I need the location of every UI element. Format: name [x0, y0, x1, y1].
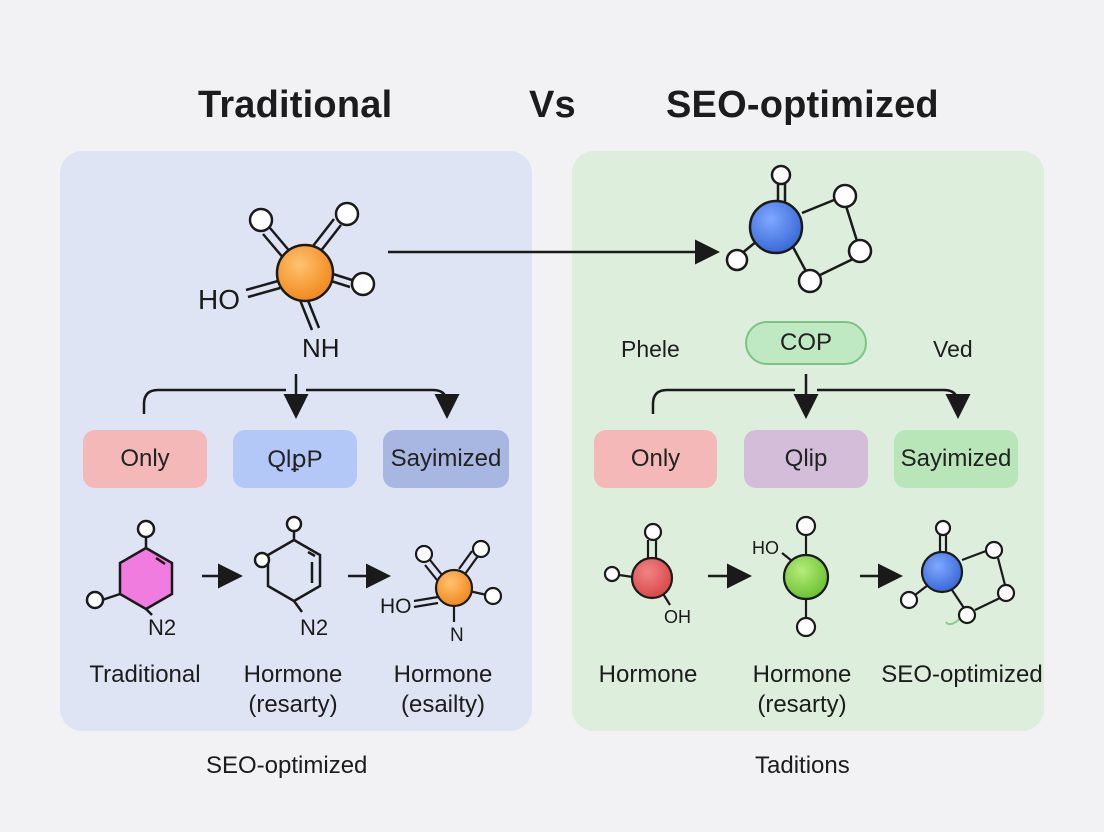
left-branch-connectors	[142, 374, 460, 419]
caption-hormone-esailty: Hormone (esailty)	[373, 660, 513, 720]
pill-qlp-left: QlꝑP	[233, 430, 357, 488]
caption-line2: (resarty)	[248, 691, 338, 718]
green-atom-molecule	[781, 515, 830, 638]
vs-label: Vs	[529, 84, 576, 126]
hexagon-ring-molecule	[253, 515, 322, 613]
red-atom-molecule	[603, 522, 674, 606]
right-branch-connectors	[651, 374, 971, 419]
phele-label: Phele	[621, 336, 680, 362]
caption-hormone-resarty-right: Hormone (resarty)	[732, 660, 872, 720]
pill-cop: COP	[745, 321, 867, 365]
pink-n2-label: N2	[148, 615, 176, 640]
small-n-label: N	[450, 625, 464, 646]
caption-line1: Hormone	[598, 661, 698, 688]
nh-label: NH	[302, 333, 340, 363]
caption-line1: Hormone	[393, 661, 493, 688]
caption-hormone-resarty-left: Hormone (resarty)	[223, 660, 363, 720]
green-ho-label: HO	[752, 538, 779, 558]
right-footer: Taditions	[755, 752, 850, 779]
ho-label: HO	[198, 284, 240, 315]
oh-label: OH	[664, 607, 691, 627]
caption-line1: SEO-optimized	[881, 661, 1043, 688]
orange-central-molecule	[245, 201, 376, 331]
pill-sayimized-left: Sayimized	[383, 430, 509, 488]
caption-line2: (resarty)	[757, 691, 847, 718]
caption-line2: (esailty)	[400, 691, 485, 718]
caption-line1: Hormone	[243, 661, 343, 688]
caption-line1: Hormone	[752, 661, 852, 688]
caption-line1: Traditional	[89, 661, 201, 688]
left-title: Traditional	[198, 84, 393, 126]
small-orange-molecule	[413, 539, 503, 622]
caption-traditional: Traditional	[70, 660, 220, 690]
blue-ring-molecule	[725, 164, 873, 294]
pink-ring-molecule	[85, 519, 174, 616]
caption-hormone-right: Hormone	[578, 660, 718, 690]
pill-sayimized-right: Sayimized	[894, 430, 1018, 488]
right-title: SEO-optimized	[666, 84, 939, 126]
caption-seo-optimized: SEO-optimized	[872, 660, 1052, 690]
hexagon-n2-label: N2	[300, 615, 328, 640]
small-blue-ring-molecule	[899, 519, 1016, 626]
left-footer: SEO-optimized	[206, 752, 368, 779]
small-ho-label: HO	[380, 595, 412, 618]
pill-only-right: Only	[594, 430, 717, 488]
pill-qlip-right: Qlip	[744, 430, 868, 488]
ved-label: Ved	[933, 336, 973, 362]
pill-only-left: Only	[83, 430, 207, 488]
